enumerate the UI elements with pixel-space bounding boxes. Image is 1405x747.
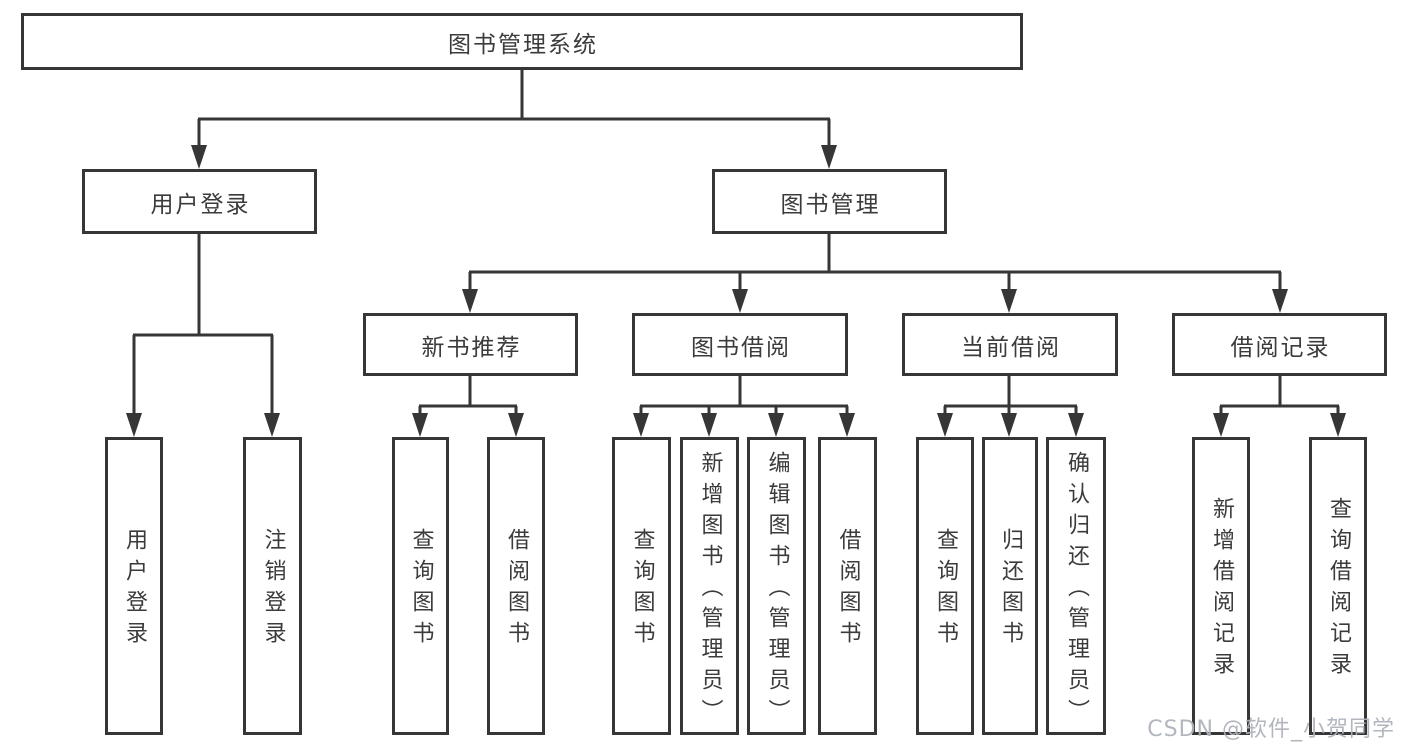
leaf-label: 用户登录: [122, 528, 147, 652]
leaf-logout: 注销登录: [243, 437, 302, 735]
node-label: 当前借阅: [961, 334, 1061, 361]
leaf-label: 查询图书: [933, 528, 958, 652]
watermark: CSDN @软件_小贺同学: [1147, 717, 1395, 742]
leaf-label: 借阅图书: [504, 528, 529, 652]
leaf-add-borrow-record: 新增借阅记录: [1192, 437, 1250, 735]
leaf-borrow-books-recommend: 借阅图书: [487, 437, 545, 735]
node-label: 用户登录: [150, 191, 251, 218]
node-label: 图书管理系统: [448, 31, 598, 58]
leaf-label: 新增借阅记录: [1209, 497, 1234, 683]
leaf-label: 查询借阅记录: [1326, 497, 1351, 683]
leaf-user-login: 用户登录: [105, 437, 163, 735]
leaf-query-books-borrow: 查询图书: [612, 437, 671, 735]
leaf-label: 确认归还（管理员）: [1064, 450, 1089, 730]
leaf-label: 注销登录: [260, 528, 286, 652]
leaf-label: 查询图书: [408, 528, 434, 652]
leaf-label: 查询图书: [629, 528, 655, 652]
node-current-borrowing: 当前借阅: [902, 313, 1118, 376]
node-new-book-recommend: 新书推荐: [363, 313, 578, 376]
leaf-label: 归还图书: [998, 528, 1023, 652]
node-book-borrowing: 图书借阅: [632, 313, 848, 376]
node-label: 图书借阅: [691, 334, 791, 361]
node-library-system: 图书管理系统: [21, 13, 1023, 70]
leaf-label: 编辑图书（管理员）: [764, 450, 790, 730]
leaf-confirm-return-admin: 确认归还（管理员）: [1046, 437, 1106, 735]
leaf-query-books-current: 查询图书: [916, 437, 974, 735]
node-user-login: 用户登录: [82, 169, 317, 234]
leaf-edit-book-admin: 编辑图书（管理员）: [747, 437, 806, 735]
node-borrow-records: 借阅记录: [1172, 313, 1387, 376]
node-label: 新书推荐: [421, 334, 522, 361]
node-label: 图书管理: [780, 191, 881, 218]
leaf-query-borrow-record: 查询借阅记录: [1309, 437, 1367, 735]
node-book-management: 图书管理: [712, 169, 947, 234]
leaf-borrow-books-borrow: 借阅图书: [818, 437, 877, 735]
leaf-return-book: 归还图书: [982, 437, 1038, 735]
leaf-label: 新增图书（管理员）: [697, 450, 723, 730]
leaf-query-books-recommend: 查询图书: [392, 437, 449, 735]
leaf-label: 借阅图书: [835, 528, 861, 652]
leaf-add-book-admin: 新增图书（管理员）: [680, 437, 739, 735]
node-label: 借阅记录: [1230, 334, 1331, 361]
